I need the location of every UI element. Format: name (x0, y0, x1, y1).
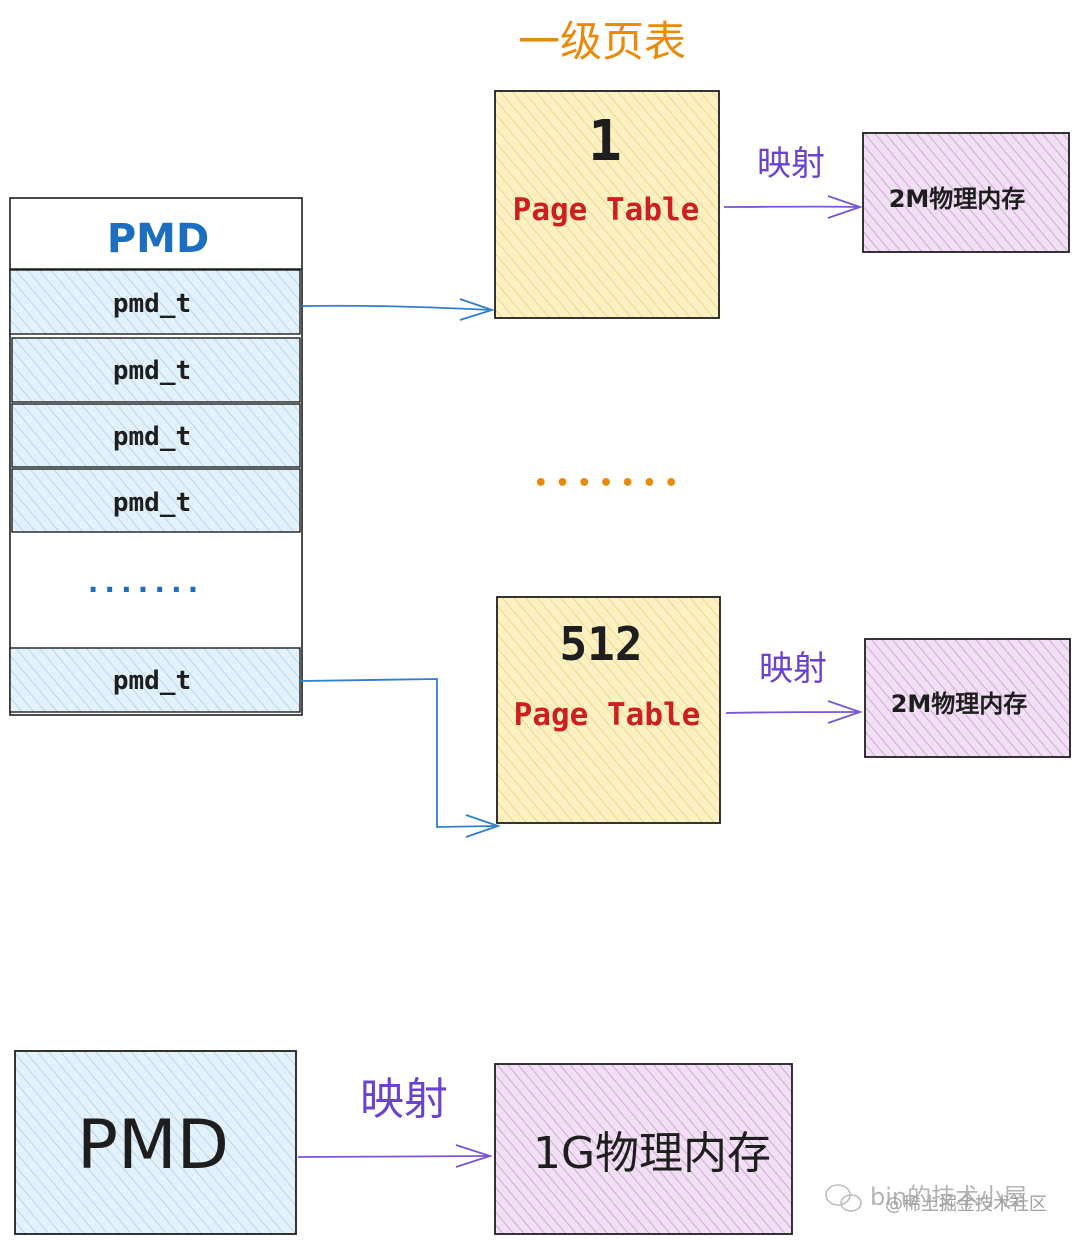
map-arrow (723, 195, 863, 219)
pmd-entry-label: pmd_t (113, 356, 191, 386)
map-label: 映射 (757, 144, 825, 184)
map-label: 映射 (360, 1074, 448, 1125)
page-table-label: Page Table (513, 192, 700, 228)
pmd-table: PMD pmd_t pmd_t pmd_t pmd_t ....... pmd_… (9, 197, 303, 716)
page-table-512: 512 Page Table (496, 596, 721, 824)
pmd-to-page-table-1-arrow (301, 298, 495, 321)
physical-memory-label: 2M物理内存 (889, 185, 1026, 213)
page-table-1: 1 Page Table (494, 90, 720, 319)
pmd-entry-label: pmd_t (113, 666, 191, 696)
watermark-line2: @稀土掘金技术社区 (885, 1194, 1047, 1215)
pmd-table-ellipsis: ....... (88, 566, 204, 599)
pmd-block-label: PMD (77, 1106, 229, 1185)
page-table-ellipsis: • • • • • • • (534, 471, 678, 496)
watermark: bin的技术小屋 @稀土掘金技术社区 (825, 1183, 1047, 1215)
physical-memory-2m: 2M物理内存 (862, 132, 1070, 253)
watermark-line1: bin的技术小屋 (870, 1183, 1027, 1211)
page-table-label: Page Table (514, 697, 701, 733)
pmd-entry-last: pmd_t (9, 647, 301, 713)
pmd-entry-label: pmd_t (113, 422, 191, 452)
pmd-table-header: PMD (107, 216, 209, 262)
pmd-entry-label: pmd_t (113, 289, 191, 319)
pmd-entry: pmd_t (11, 468, 301, 533)
physical-memory-1g-label: 1G物理内存 (533, 1128, 771, 1179)
pmd-entry: pmd_t (11, 403, 301, 468)
page-table-number: 1 (588, 109, 622, 174)
page-table-number: 512 (559, 617, 642, 671)
wechat-icon (825, 1184, 862, 1212)
pmd-entry: pmd_t (11, 337, 301, 403)
physical-memory-1g: 1G物理内存 (494, 1063, 793, 1235)
map-label: 映射 (759, 649, 827, 689)
physical-memory-2m: 2M物理内存 (864, 638, 1071, 758)
pmd-to-page-table-512-arrow (299, 678, 501, 838)
physical-memory-label: 2M物理内存 (891, 690, 1028, 718)
map-arrow (725, 700, 863, 724)
pmd-entry-label: pmd_t (113, 488, 191, 518)
pmd-block: PMD (14, 1050, 297, 1235)
pmd-entry: pmd_t (9, 269, 301, 335)
map-arrow (297, 1144, 493, 1168)
page-table-level-title: 一级页表 (518, 17, 686, 66)
